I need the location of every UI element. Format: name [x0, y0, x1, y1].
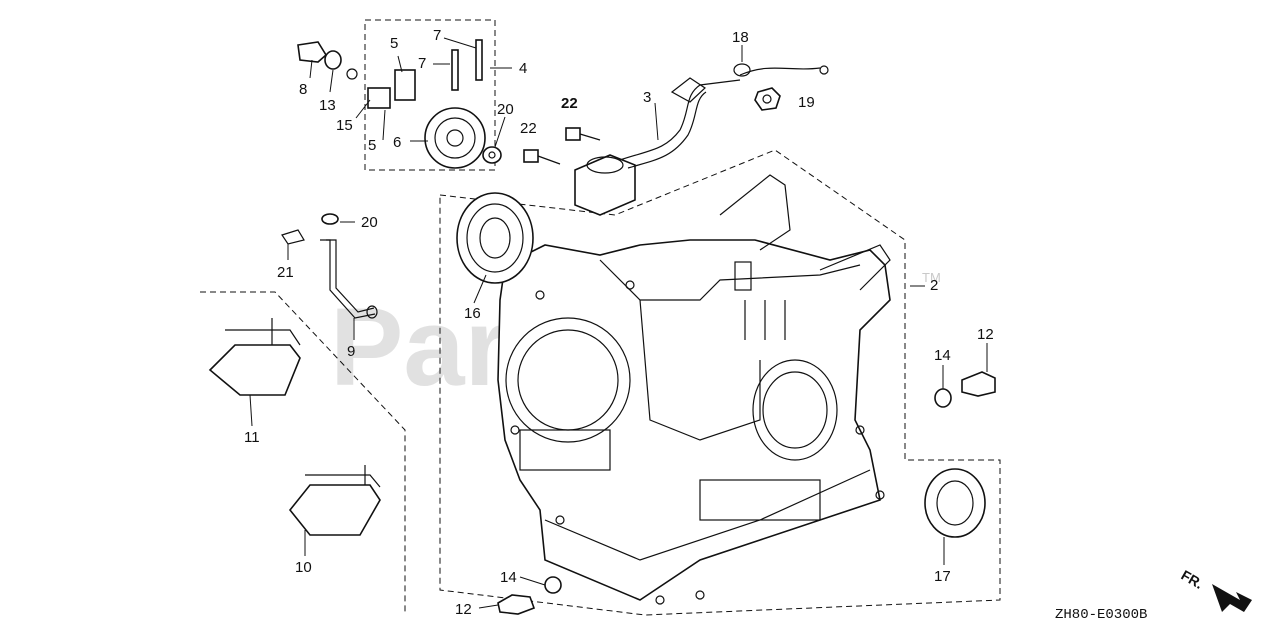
wire-terminal-part[interactable] — [733, 63, 829, 77]
clip-part[interactable] — [346, 68, 358, 80]
front-arrow-icon — [1212, 584, 1252, 612]
callout-5-lower: 5 — [368, 137, 376, 154]
washer-part-14-bottom[interactable] — [544, 576, 562, 594]
nut-part[interactable] — [754, 87, 781, 111]
callout-4: 4 — [519, 60, 527, 77]
callout-22-upper: 22 — [561, 95, 578, 112]
callout-6: 6 — [393, 134, 401, 151]
callout-18: 18 — [732, 29, 749, 46]
drain-bolt-part-right[interactable] — [961, 371, 996, 397]
callout-20-upper: 20 — [497, 101, 514, 118]
front-direction-indicator: FR. — [1179, 567, 1252, 612]
oil-seal-part[interactable] — [924, 468, 986, 538]
assembly-frames — [200, 19, 1001, 616]
callout-3: 3 — [643, 89, 651, 106]
callout-7-upper: 7 — [433, 27, 441, 44]
callout-14-right: 14 — [934, 347, 951, 364]
crankcase-part[interactable] — [497, 174, 891, 605]
callout-21: 21 — [277, 264, 294, 281]
callout-19: 19 — [798, 94, 815, 111]
governor-gear-part[interactable] — [424, 107, 486, 169]
leader-lines — [249, 37, 988, 609]
callout-15: 15 — [336, 117, 353, 134]
callout-14-bottom: 14 — [500, 569, 517, 586]
governor-arm-part[interactable] — [320, 239, 378, 319]
bolt-part-upper[interactable] — [565, 127, 601, 141]
washer-part-20-lower[interactable] — [321, 213, 339, 225]
callout-10: 10 — [295, 559, 312, 576]
callout-12-right: 12 — [977, 326, 994, 343]
bolt-part-lower[interactable] — [523, 149, 561, 165]
governor-slider-part[interactable] — [367, 69, 416, 109]
cotter-pin-part[interactable] — [281, 229, 305, 245]
engine-mount-part-11[interactable] — [208, 318, 301, 396]
pin-parts[interactable] — [451, 39, 483, 91]
callout-2: 2 — [930, 277, 938, 294]
callout-7-lower: 7 — [418, 55, 426, 72]
diagram-code: ZH80-E0300B — [1055, 607, 1147, 623]
cap-part[interactable] — [297, 41, 328, 63]
callout-9: 9 — [347, 343, 355, 360]
washer-part-14-right[interactable] — [934, 388, 952, 408]
oil-level-switch-part[interactable] — [574, 77, 741, 216]
watermark-trademark: TM — [922, 270, 941, 285]
washer-part-20-upper[interactable] — [482, 146, 502, 164]
callout-5-upper: 5 — [390, 35, 398, 52]
callout-17: 17 — [934, 568, 951, 585]
callout-8: 8 — [299, 81, 307, 98]
front-label: FR. — [1179, 567, 1207, 592]
callout-12-bottom: 12 — [455, 601, 472, 618]
bearing-part[interactable] — [456, 192, 534, 284]
drain-bolt-part-bottom[interactable] — [497, 594, 536, 615]
callout-11: 11 — [244, 429, 260, 446]
callout-22-lower: 22 — [520, 120, 537, 137]
engine-mount-part-10[interactable] — [288, 465, 381, 536]
callout-16: 16 — [464, 305, 481, 322]
callout-labels: 2 3 4 5 5 6 7 7 8 9 10 11 12 12 13 14 14… — [244, 27, 994, 618]
callout-13: 13 — [319, 97, 336, 114]
callout-20-lower: 20 — [361, 214, 378, 231]
washer-part-13[interactable] — [324, 50, 342, 70]
